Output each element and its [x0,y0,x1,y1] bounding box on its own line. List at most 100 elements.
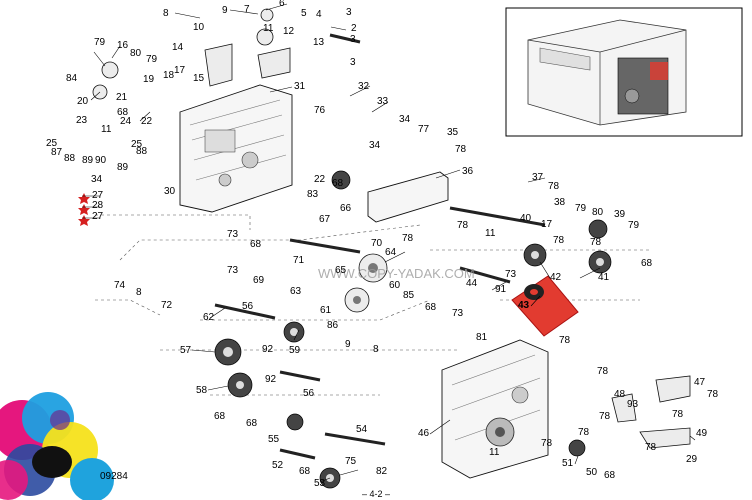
leader-line [384,251,406,263]
callout-34: 34 [399,114,411,125]
leader-lines [82,3,696,483]
callout-24: 24 [120,116,132,127]
callout-78: 78 [457,220,469,231]
callout-34: 34 [91,174,103,185]
callout-66: 66 [340,203,352,214]
bracket-part-36 [367,171,449,223]
callout-75: 75 [345,456,357,467]
callout-53: 53 [314,478,326,489]
bracket-part-15 [204,43,233,87]
callout-6: 6 [279,0,285,9]
code-label: 09284 [100,471,128,482]
red-star-icon [78,215,90,226]
bracket-part-49 [639,427,691,449]
printer-inset [505,7,743,137]
color-splash-logo [0,392,114,500]
callout-9: 9 [345,339,351,350]
callout-56: 56 [303,388,315,399]
callout-76: 76 [314,105,326,116]
callout-29: 29 [686,454,698,465]
callout-48: 48 [614,389,626,400]
callout-79: 79 [628,220,640,231]
callout-77: 77 [418,124,430,135]
callout-8: 8 [136,287,142,298]
leader-line [90,91,101,101]
callout-78: 78 [455,144,467,155]
callout-68: 68 [299,466,311,477]
callout-5: 5 [301,8,307,19]
callout-11: 11 [101,124,112,135]
callout-22: 22 [314,174,326,185]
callout-68: 68 [604,470,616,481]
page-footer: – 4-2 – [362,489,390,499]
leader-line [574,455,579,465]
leader-line [111,45,121,59]
callout-32: 32 [358,81,370,92]
callout-39: 39 [614,209,626,220]
callout-42: 42 [550,272,562,283]
callout-10: 10 [193,22,205,33]
leader-line [209,307,226,319]
callout-9: 9 [222,5,228,16]
leader-line [174,12,201,19]
leader-line [349,85,371,97]
callout-36: 36 [462,166,474,177]
callout-18: 18 [163,70,175,81]
shafts [214,33,546,460]
callout-56: 56 [242,301,254,312]
callout-15: 15 [193,73,205,84]
leader-line [339,469,359,476]
callout-68: 68 [250,239,262,250]
leader-line [265,3,288,11]
callout-89: 89 [117,162,129,173]
callout-38: 38 [554,197,566,208]
callout-27: 27 [92,190,104,201]
callout-89: 89 [82,155,94,166]
callout-88: 88 [136,146,148,157]
leader-line [93,51,106,67]
callout-31: 31 [294,81,306,92]
callout-79: 79 [94,37,106,48]
callout-78: 78 [707,389,719,400]
callout-92: 92 [265,374,277,385]
callout-78: 78 [548,181,560,192]
callout-23: 23 [76,115,88,126]
callout-17: 17 [541,219,553,230]
callout-47: 47 [694,377,706,388]
callout-78: 78 [541,438,553,449]
callout-14: 14 [172,42,184,53]
callout-90: 90 [95,155,107,166]
callout-92: 92 [262,344,274,355]
watermark: WWW.COPY-YADAK.COM [318,266,475,281]
callout-73: 73 [227,265,239,276]
callout-25: 25 [46,138,58,149]
callout-33: 33 [377,96,389,107]
callout-79: 79 [575,203,587,214]
leader-line [371,101,389,113]
callout-27: 27 [92,211,104,222]
callout-73: 73 [505,269,517,280]
callout-73: 73 [452,308,464,319]
callout-8: 8 [373,344,379,355]
leader-line [207,385,229,391]
leader-line [330,26,347,31]
callout-64: 64 [385,247,397,258]
callout-3: 3 [350,57,356,68]
callout-91: 91 [495,284,507,295]
callout-11: 11 [489,447,500,458]
callout-78: 78 [672,409,684,420]
callout-17: 17 [174,65,186,76]
assembly-guides [95,214,650,396]
callout-78: 78 [578,427,590,438]
callout-68: 68 [425,302,437,313]
leader-line [689,435,696,441]
callout-86: 86 [327,320,339,331]
callout-52: 52 [272,460,284,471]
callout-60: 60 [389,280,401,291]
callout-78: 78 [590,237,602,248]
callout-69: 69 [253,275,265,286]
callout-72: 72 [161,300,173,311]
callout-2: 2 [351,23,357,34]
leader-line [527,177,546,183]
callout-21: 21 [116,92,128,103]
